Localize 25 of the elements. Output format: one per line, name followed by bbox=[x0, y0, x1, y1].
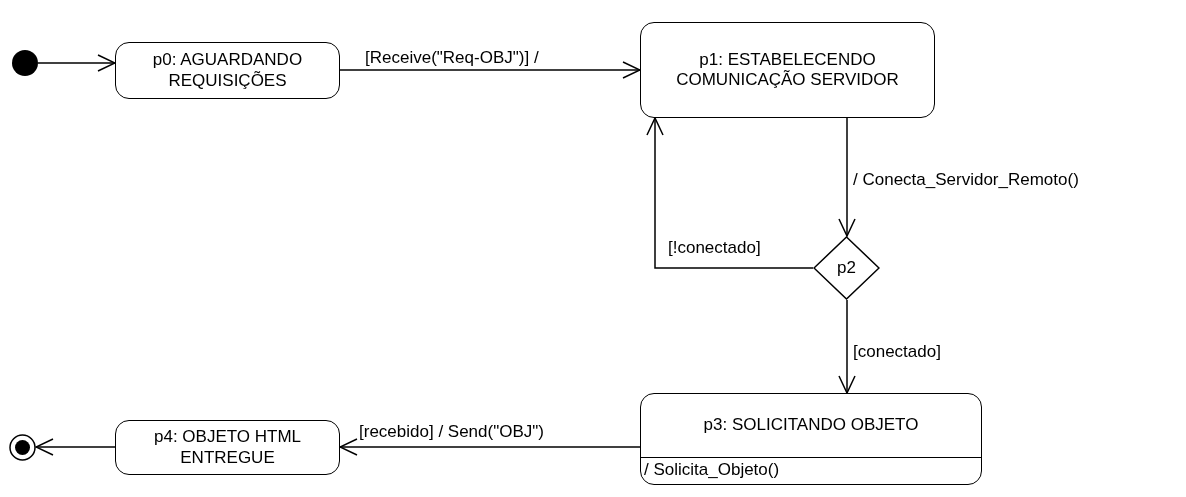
edge-label: / Conecta_Servidor_Remoto() bbox=[852, 170, 1080, 190]
state-name: p3: SOLICITANDO OBJETO bbox=[702, 414, 920, 437]
transition-arrow bbox=[646, 117, 814, 269]
state-name: p1: ESTABELECENDO COMUNICAÇÃO SERVIDOR bbox=[675, 48, 900, 91]
state-action: / Solicita_Objeto() bbox=[641, 457, 981, 484]
state-box bbox=[115, 42, 340, 99]
transition-arrow bbox=[339, 438, 641, 456]
transition-arrow bbox=[838, 117, 856, 237]
final-state-circle bbox=[9, 434, 36, 461]
transition-arrow bbox=[37, 54, 116, 72]
state-name: p4: OBJETO HTML ENTREGUE bbox=[152, 426, 303, 469]
state-box bbox=[640, 22, 935, 118]
transition-arrow bbox=[838, 299, 856, 394]
state-box bbox=[640, 393, 982, 485]
edge-label: [Receive("Req-OBJ")] / bbox=[364, 48, 540, 68]
transition-arrow bbox=[35, 438, 116, 456]
choice-label: p2 bbox=[837, 258, 856, 278]
transition-arrow bbox=[339, 61, 641, 79]
state-name: p0: AGUARDANDO REQUISIÇÕES bbox=[151, 49, 304, 92]
edge-label: [conectado] bbox=[852, 342, 942, 362]
edge-label: [recebido] / Send("OBJ") bbox=[358, 422, 545, 442]
initial-state-dot bbox=[12, 50, 38, 76]
choice-diamond bbox=[813, 236, 880, 300]
state-box bbox=[115, 420, 340, 475]
edge-label: [!conectado] bbox=[667, 238, 762, 258]
